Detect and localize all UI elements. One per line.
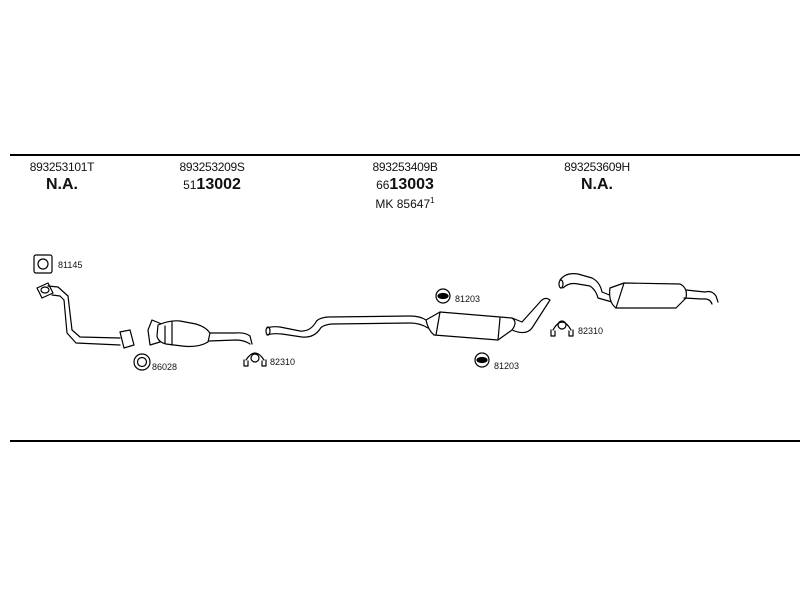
- column-catalytic-converter: 893253209S 5113002: [170, 160, 254, 194]
- mk-value: 85647: [396, 197, 431, 211]
- clamp-82310-icon: [243, 352, 267, 367]
- middle-silencer-icon: [425, 297, 551, 341]
- column-rear-silencer: 893253609H N.A.: [555, 160, 639, 194]
- catalog-number: N.A.: [46, 176, 78, 193]
- mk-number: MK 856471: [360, 196, 450, 211]
- label-hanger-top: 81203: [455, 294, 480, 304]
- label-clamp-right: 82310: [578, 326, 603, 336]
- part-number: 893253609H: [564, 160, 630, 174]
- part-number: 893253101T: [29, 160, 95, 174]
- hanger-81203-top-icon: [435, 288, 451, 304]
- front-pipe-icon: [36, 282, 135, 349]
- part-number: 893253209S: [179, 160, 245, 174]
- gasket-81145-icon: [33, 254, 53, 274]
- catalytic-converter-icon: [147, 319, 253, 348]
- label-clamp-mid: 82310: [270, 357, 295, 367]
- mk-superscript: 1: [430, 196, 435, 205]
- seal-ring-86028-icon: [133, 353, 151, 371]
- catalog-number: 6613003: [360, 176, 450, 194]
- top-rule: [10, 154, 800, 156]
- clamp-82310-right-icon: [550, 320, 574, 337]
- mk-label: MK: [375, 197, 394, 211]
- catalog-number: N.A.: [581, 176, 613, 193]
- catalog-main: 13002: [196, 176, 241, 193]
- intermediate-pipe-icon: [265, 315, 429, 338]
- hanger-81203-bottom-icon: [474, 352, 490, 368]
- label-ring: 86028: [152, 362, 177, 372]
- catalog-number: 5113002: [170, 176, 254, 194]
- catalog-prefix: 51: [183, 178, 197, 192]
- label-hanger-bottom: 81203: [494, 361, 519, 371]
- column-middle-silencer: 893253409B 6613003 MK 856471: [360, 160, 450, 211]
- part-number: 893253409B: [372, 160, 438, 174]
- label-gasket: 81145: [58, 260, 82, 270]
- bottom-rule: [10, 440, 800, 442]
- rear-silencer-icon: [558, 273, 719, 309]
- catalog-prefix: 66: [376, 178, 390, 192]
- catalog-main: 13003: [389, 176, 434, 193]
- column-front-pipe: 893253101T N.A.: [22, 160, 102, 194]
